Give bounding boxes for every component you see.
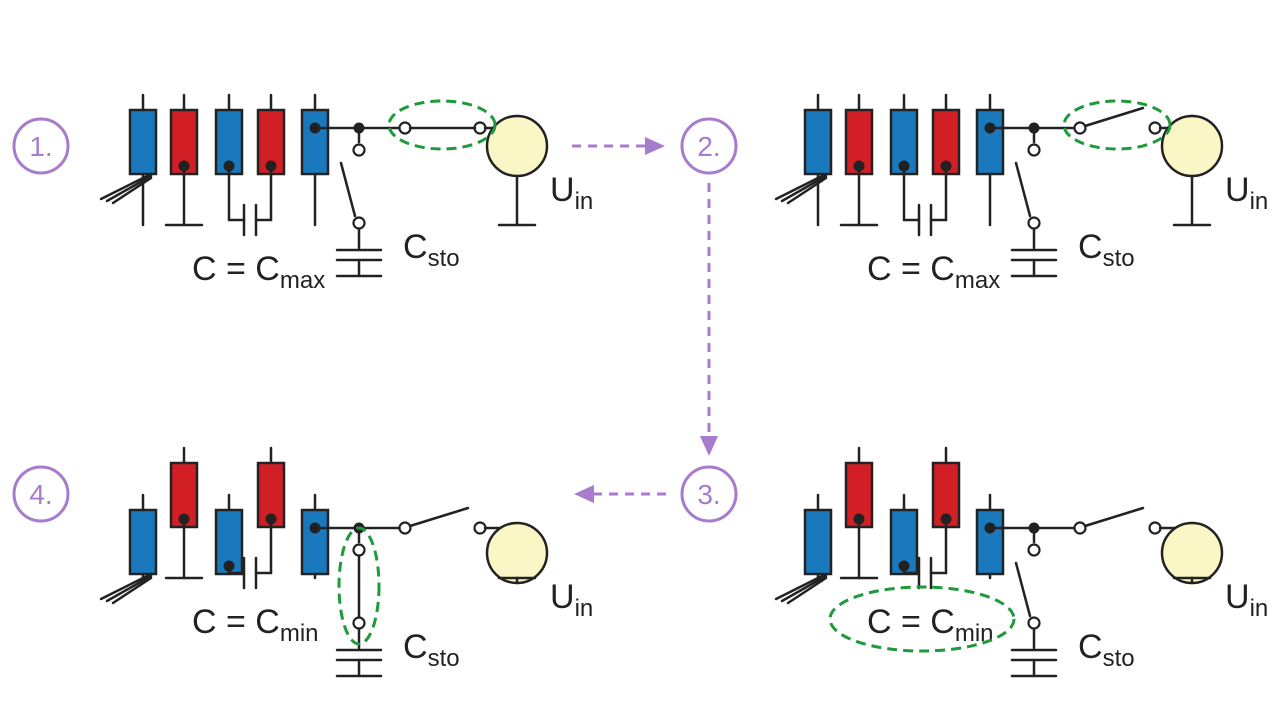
electrode-plate-5: [300, 508, 330, 576]
electrode-plate-1: [128, 508, 158, 576]
storage-switch-upper-contact: [1027, 143, 1041, 157]
input-switch-blade: [1083, 106, 1145, 128]
storage-switch-blade: [1014, 561, 1032, 618]
mount-hatch-3: [786, 576, 828, 605]
electrode-plate-5: [300, 108, 330, 176]
capacitance-label: C = Cmin: [192, 603, 319, 647]
mount-hatch-2: [780, 574, 828, 603]
electrode-plate-2: [844, 461, 874, 529]
storage-label: Csto: [403, 628, 460, 672]
capacitance-label: C = Cmin: [867, 603, 994, 647]
mount-hatch-2: [780, 174, 828, 203]
capacitance-label-main: C = C: [867, 250, 955, 288]
source-label: Uin: [550, 171, 593, 215]
storage-label-sub: sto: [428, 645, 460, 672]
step-label-1: 1.: [29, 131, 52, 162]
step-marker-3: 3.: [680, 465, 738, 523]
voltage-source: [1160, 114, 1224, 178]
source-label: Uin: [1225, 578, 1268, 622]
storage-label-sub: sto: [1103, 645, 1135, 672]
electrode-plate-1: [128, 108, 158, 176]
source-label-main: U: [1225, 578, 1250, 616]
source-label-main: U: [550, 171, 575, 209]
storage-label-main: C: [1078, 228, 1103, 266]
storage-label-main: C: [403, 628, 428, 666]
capacitance-label-main: C = C: [192, 603, 280, 641]
highlight-input-switch: [1062, 99, 1172, 151]
voltage-source: [485, 521, 549, 585]
source-label-sub: in: [575, 188, 594, 215]
mount-hatch-3: [111, 576, 153, 605]
highlight-storage-switch: [337, 526, 381, 646]
electrode-plate-3: [214, 508, 244, 576]
storage-label-sub: sto: [428, 245, 460, 272]
highlight-capacitance: [828, 585, 1016, 653]
storage-switch-lower-contact: [1027, 616, 1041, 630]
storage-switch-upper-contact: [352, 143, 366, 157]
electrode-plate-1: [803, 508, 833, 576]
storage-label-main: C: [403, 228, 428, 266]
input-switch-left-contact: [1073, 521, 1087, 535]
source-label-sub: in: [575, 595, 594, 622]
source-label-main: U: [550, 578, 575, 616]
input-switch-blade: [1083, 506, 1145, 528]
storage-label: Csto: [1078, 628, 1135, 672]
capacitance-label-main: C = C: [867, 603, 955, 641]
electrode-plate-5: [975, 108, 1005, 176]
step-marker-4: 4.: [12, 465, 70, 523]
storage-label: Csto: [1078, 228, 1135, 272]
source-label-sub: in: [1250, 595, 1269, 622]
source-label-sub: in: [1250, 188, 1269, 215]
storage-switch-lower-contact: [352, 616, 366, 630]
storage-label-sub: sto: [1103, 245, 1135, 272]
capacitance-label: C = Cmax: [192, 250, 325, 294]
source-label: Uin: [1225, 171, 1268, 215]
capacitance-label-sub: max: [280, 267, 325, 294]
highlight-input-switch: [387, 99, 497, 151]
voltage-source: [1160, 521, 1224, 585]
storage-label-main: C: [1078, 628, 1103, 666]
step-label-3: 3.: [697, 479, 720, 510]
mount-hatch-3: [111, 176, 153, 205]
storage-switch-lower-contact: [1027, 216, 1041, 230]
step-marker-1: 1.: [12, 117, 70, 175]
step-arrow-2-to-3: [700, 183, 718, 456]
storage-switch-blade: [339, 161, 357, 218]
electrode-plate-5: [975, 508, 1005, 576]
electrode-plate-1: [803, 108, 833, 176]
storage-switch-blade: [1014, 161, 1032, 218]
source-label-main: U: [1225, 171, 1250, 209]
storage-switch-upper-contact: [1027, 543, 1041, 557]
input-switch-left-contact: [398, 521, 412, 535]
mount-hatch-3: [786, 176, 828, 205]
step-label-2: 2.: [697, 131, 720, 162]
storage-switch-lower-contact: [352, 216, 366, 230]
storage-switch-upper-contact: [352, 543, 366, 557]
input-switch-left-contact: [1073, 121, 1087, 135]
step-marker-2: 2.: [680, 117, 738, 175]
capacitance-label-main: C = C: [192, 250, 280, 288]
capacitance-label-sub: min: [280, 620, 319, 647]
step-arrow-3-to-4: [574, 485, 666, 503]
step-arrow-1-to-2: [572, 137, 665, 155]
mount-hatch-2: [105, 574, 153, 603]
storage-label: Csto: [403, 228, 460, 272]
input-switch-blade: [408, 506, 470, 528]
source-label: Uin: [550, 578, 593, 622]
mount-hatch-2: [105, 174, 153, 203]
step-label-4: 4.: [29, 479, 52, 510]
capacitance-label: C = Cmax: [867, 250, 1000, 294]
capacitance-label-sub: max: [955, 267, 1000, 294]
